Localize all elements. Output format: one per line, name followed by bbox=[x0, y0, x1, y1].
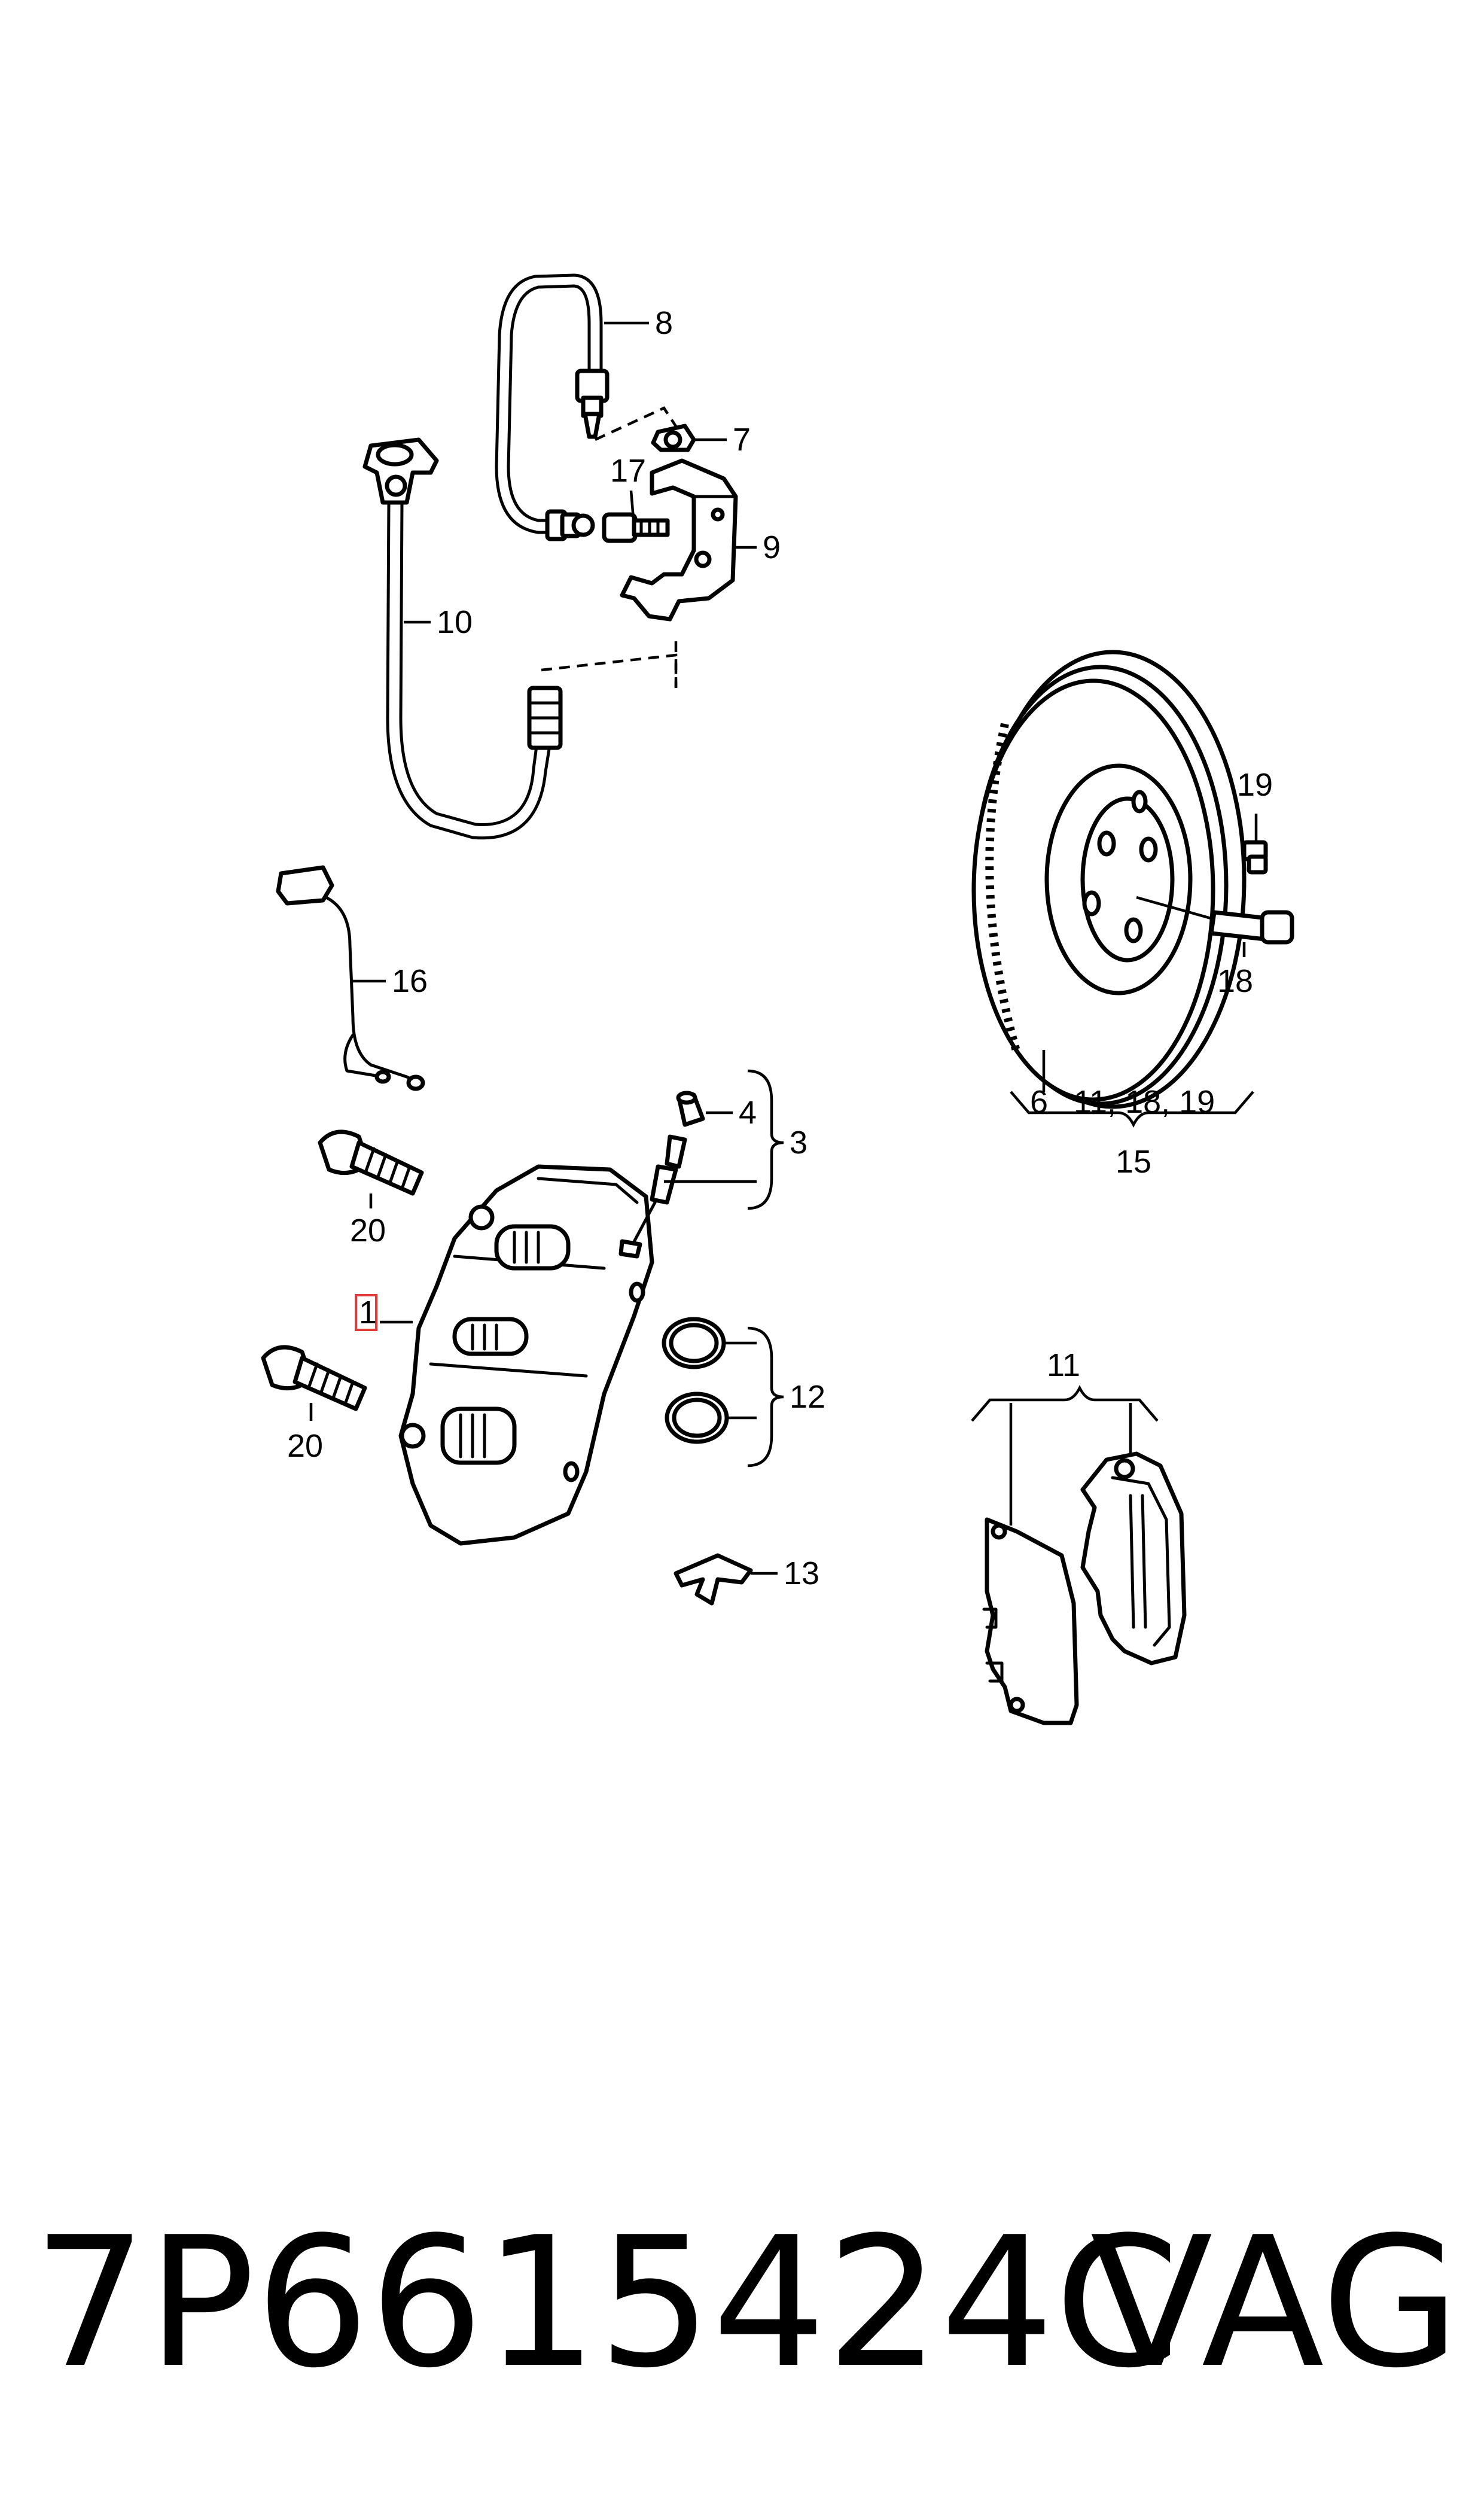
bolt-18 bbox=[1136, 896, 1294, 945]
brake-caliper-1 bbox=[398, 1164, 654, 1546]
callout-8: 8 bbox=[655, 305, 673, 341]
callout-7: 7 bbox=[733, 422, 751, 458]
callout-20-upper: 20 bbox=[350, 1213, 386, 1249]
callout-10: 10 bbox=[437, 604, 473, 640]
callout-13: 13 bbox=[784, 1555, 819, 1591]
callout-17: 17 bbox=[610, 453, 646, 489]
callout-11-top: 11 bbox=[1047, 1347, 1080, 1383]
seal-rings-12 bbox=[662, 1317, 729, 1444]
brake-disc-6 bbox=[971, 650, 1247, 1109]
caliper-bolt-20-upper bbox=[318, 1129, 424, 1196]
callout-6: 6 bbox=[1030, 1084, 1048, 1120]
bolt-17 bbox=[602, 512, 670, 543]
callout-11-18-19: 11, 18, 19 bbox=[1074, 1084, 1215, 1120]
callout-18: 18 bbox=[1217, 963, 1253, 999]
brake-hose-10 bbox=[362, 437, 563, 840]
callout-19: 19 bbox=[1237, 767, 1273, 803]
callout-9: 9 bbox=[763, 529, 781, 565]
wear-sensor-16 bbox=[276, 865, 425, 1091]
callout-1: 1 bbox=[359, 1295, 377, 1330]
bracket-9 bbox=[620, 458, 738, 622]
bleed-valve-3 bbox=[618, 1134, 687, 1259]
callout-16: 16 bbox=[392, 963, 428, 999]
brand-caption: VAG bbox=[1090, 2199, 1460, 2407]
callout-15: 15 bbox=[1116, 1144, 1151, 1180]
part-number-caption: 7P6615424C bbox=[33, 2199, 1180, 2407]
clip-7 bbox=[651, 424, 696, 452]
callout-20-lower: 20 bbox=[287, 1428, 323, 1464]
screw-19 bbox=[1242, 840, 1268, 875]
callout-4: 4 bbox=[739, 1095, 757, 1131]
callout-3: 3 bbox=[790, 1125, 807, 1161]
dust-cap-4 bbox=[676, 1091, 705, 1127]
brake-hose-8 bbox=[495, 273, 610, 541]
caliper-bolt-20-lower bbox=[261, 1345, 367, 1411]
callout-12: 12 bbox=[790, 1379, 825, 1415]
brake-pads-11 bbox=[982, 1451, 1187, 1725]
highlight-box-1 bbox=[355, 1294, 377, 1331]
spring-clip-13 bbox=[674, 1553, 753, 1606]
